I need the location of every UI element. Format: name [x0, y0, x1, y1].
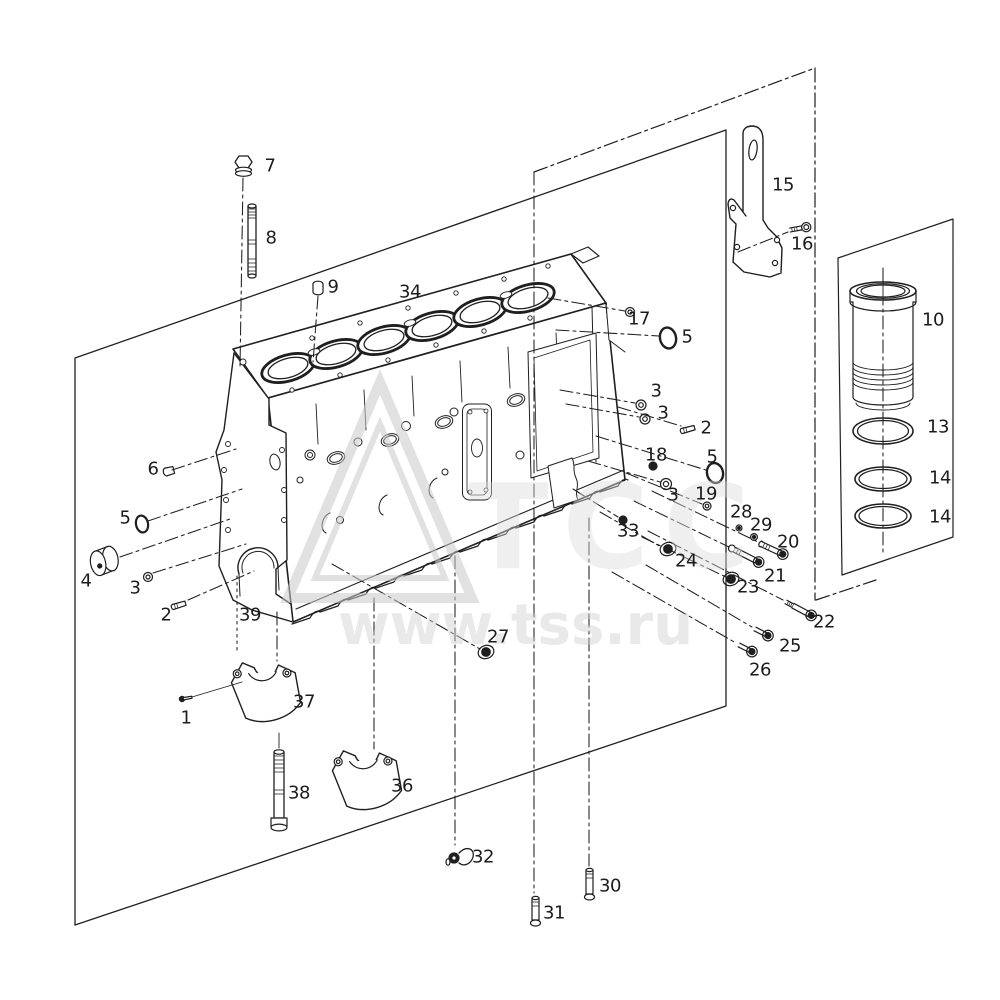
bolt-16 [789, 221, 812, 233]
bolt-21 [727, 544, 765, 568]
plug-27 [477, 644, 495, 660]
oring-5-left [134, 514, 150, 534]
seal-ring-13 [852, 417, 914, 445]
front-end-plate [215, 352, 294, 623]
washer-28 [735, 524, 743, 532]
tss-logo-letters: ТСС [468, 458, 764, 596]
ring-3-a [635, 399, 647, 411]
bearing-cap-37 [230, 662, 302, 723]
leader-lines [119, 171, 884, 894]
liner-panel [837, 218, 954, 576]
bolt-20 [758, 540, 789, 561]
block-side-details [296, 332, 600, 534]
plug-24 [659, 541, 677, 557]
oring-5-mid [658, 326, 678, 350]
plug-6 [162, 465, 176, 477]
plug-33 [618, 515, 628, 525]
cylinder-bores [260, 282, 556, 384]
stud-2-left [170, 600, 187, 611]
stud-2-right [679, 424, 696, 435]
engine-block [215, 246, 629, 625]
hex-nut-7 [234, 155, 253, 177]
ring-17 [624, 306, 636, 318]
plug-18 [648, 461, 658, 471]
bolt-30 [583, 867, 596, 901]
ring-19 [702, 501, 712, 511]
oring-5-right [705, 461, 725, 485]
deck-holes [239, 263, 551, 393]
cylinder-liner-10 [849, 276, 917, 411]
bolt-22 [784, 599, 818, 622]
drawing-plane-dashed [533, 67, 877, 601]
watermark-url: www.tss.ru [338, 593, 693, 658]
plug-23 [722, 571, 740, 587]
tss-logo-triangle [280, 369, 480, 603]
bearing-cap-36 [331, 750, 403, 811]
bracket-15 [727, 125, 783, 278]
leader-lines-solid [191, 681, 280, 749]
plug-3-left [142, 571, 154, 583]
watermark: ТСС www.tss.ru [280, 369, 764, 658]
bolt-31 [529, 895, 542, 927]
stud-8 [247, 203, 257, 279]
clip-32 [445, 847, 474, 866]
bolt-26 [737, 642, 758, 658]
cup-plug-4 [89, 545, 119, 577]
ring-3-b [639, 413, 651, 425]
seal-ring-14a [854, 466, 912, 492]
bolt-1 [178, 695, 193, 703]
bolt-38 [270, 749, 288, 832]
seal-ring-14b [854, 503, 912, 529]
bolt-25 [753, 626, 774, 642]
drawing-plane-main [74, 129, 727, 926]
cup-plug-9 [312, 280, 324, 296]
